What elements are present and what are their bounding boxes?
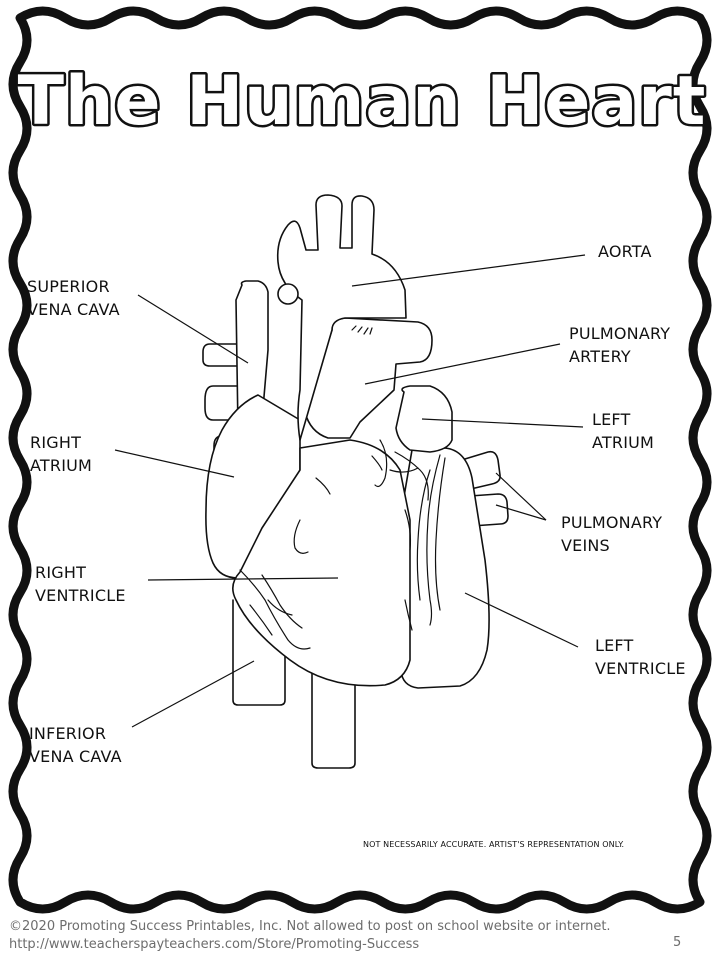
label-left-atrium: LEFT ATRIUM bbox=[592, 410, 655, 452]
coronary-vessels bbox=[239, 325, 446, 650]
footer-credits: ©2020 Promoting Success Printables, Inc.… bbox=[9, 918, 611, 954]
pulmonary-vein-lower-shape bbox=[469, 493, 509, 527]
right-ventricle-shape bbox=[232, 439, 411, 687]
wavy-border bbox=[8, 6, 712, 914]
leader-inferior-vena-cava bbox=[131, 660, 255, 728]
left-ventricle-shape bbox=[399, 447, 490, 689]
leader-pulmonary-veins-upper bbox=[495, 472, 547, 521]
left-vessel-stub-2 bbox=[204, 385, 241, 421]
left-vessel-stub-1 bbox=[202, 343, 246, 367]
leader-left-ventricle bbox=[464, 592, 579, 648]
aorta-shape bbox=[276, 194, 407, 441]
leader-lines bbox=[114, 254, 586, 728]
page-title: The Human Heart bbox=[18, 62, 707, 141]
leader-aorta bbox=[351, 254, 586, 287]
leader-right-ventricle bbox=[147, 577, 339, 581]
page-number: 5 bbox=[673, 935, 682, 950]
azygos-vein-opening bbox=[277, 283, 299, 305]
label-right-atrium: RIGHT ATRIUM bbox=[30, 433, 93, 475]
leader-pulmonary-artery bbox=[364, 343, 561, 385]
label-superior-vena-cava: SUPERIOR VENA CAVA bbox=[27, 277, 120, 319]
superior-vena-cava-shape bbox=[235, 280, 269, 431]
leader-right-atrium bbox=[114, 449, 235, 478]
leader-pulmonary-veins-lower bbox=[495, 504, 547, 521]
label-pulmonary-artery: PULMONARY ARTERY bbox=[569, 324, 671, 366]
footer-copyright: ©2020 Promoting Success Printables, Inc.… bbox=[9, 919, 611, 934]
disclaimer-note: NOT NECESSARILY ACCURATE. ARTIST'S REPRE… bbox=[363, 840, 625, 849]
leader-left-atrium bbox=[421, 418, 584, 428]
label-inferior-vena-cava: INFERIOR VENA CAVA bbox=[29, 724, 122, 766]
label-aorta: AORTA bbox=[598, 242, 652, 261]
inferior-vena-cava-lower-shape bbox=[311, 659, 356, 769]
leader-superior-vena-cava bbox=[137, 294, 249, 364]
footer-url-link[interactable]: http://www.teacherspayteachers.com/Store… bbox=[9, 937, 420, 952]
label-left-ventricle: LEFT VENTRICLE bbox=[595, 636, 686, 678]
label-pulmonary-veins: PULMONARY VEINS bbox=[561, 513, 663, 555]
label-right-ventricle: RIGHT VENTRICLE bbox=[35, 563, 126, 605]
